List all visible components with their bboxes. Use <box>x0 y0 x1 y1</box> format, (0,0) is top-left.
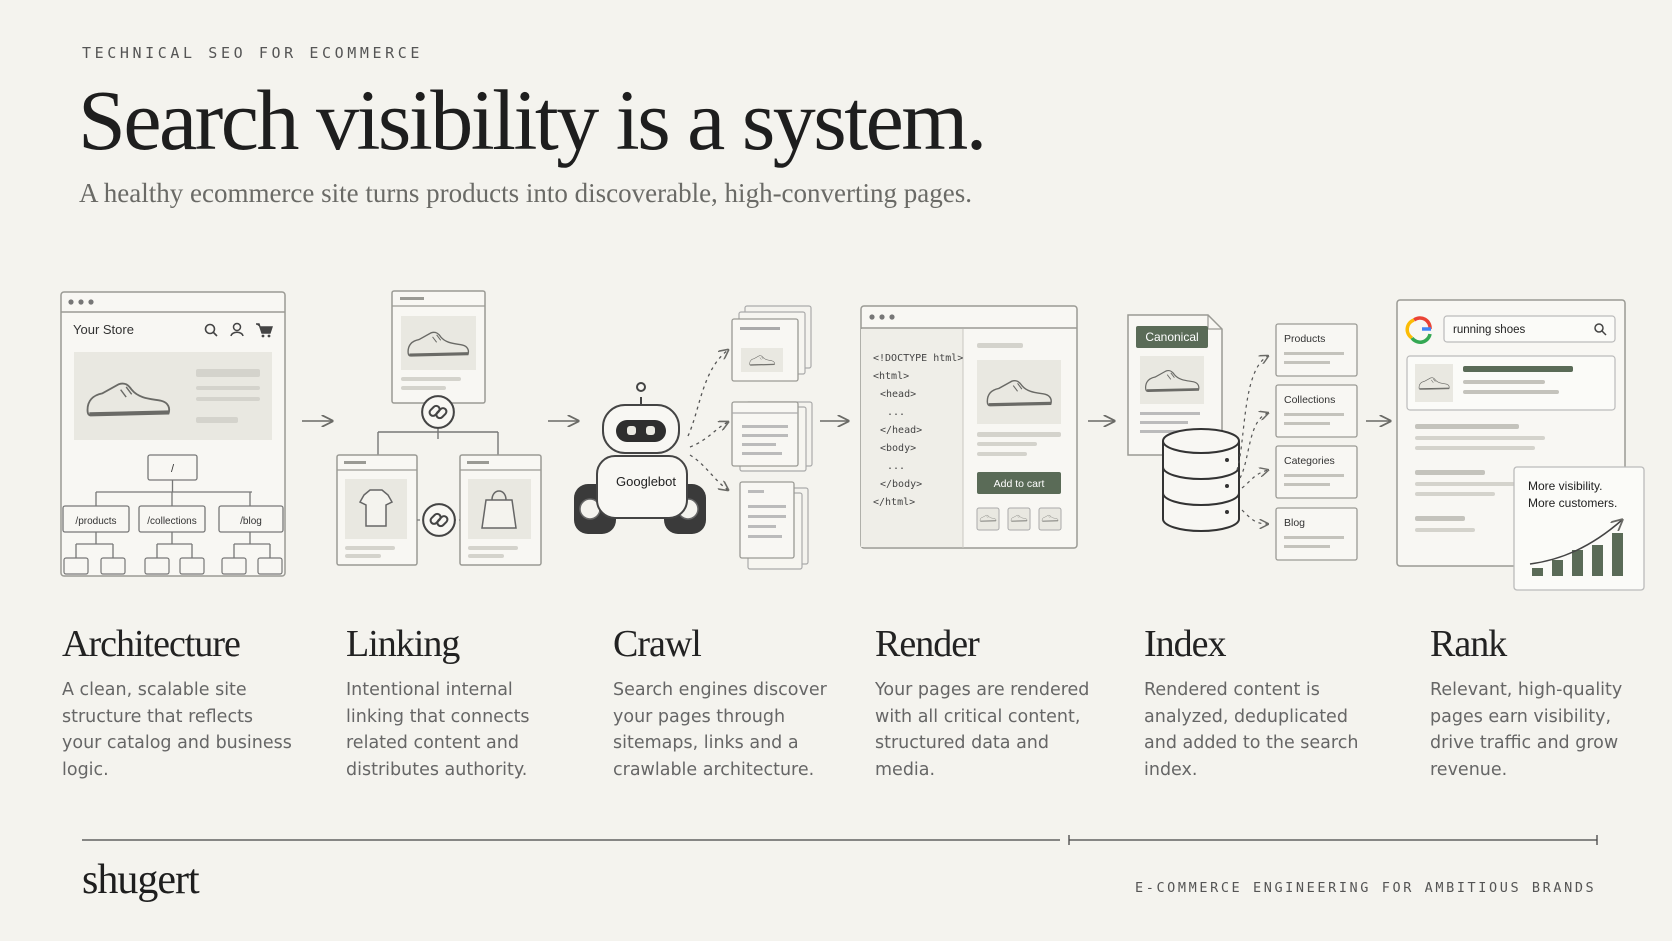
tree-node-collections: /collections <box>147 516 196 527</box>
step-desc-rank: Relevant, high-quality pages earn visibi… <box>1430 680 1623 780</box>
crawl-illustration: Googlebot <box>574 305 813 570</box>
step-title-crawl: Crawl <box>613 623 702 665</box>
index-category-categories: Categories <box>1284 455 1335 467</box>
page-title: Search visibility is a system. <box>78 72 987 168</box>
step-desc-index: Rendered content is analyzed, deduplicat… <box>1144 680 1359 780</box>
callout-line: More visibility. <box>1528 479 1602 493</box>
code-panel: <!DOCTYPE html> <html> <head> ... </head… <box>873 353 963 508</box>
footer-tagline: E-COMMERCE ENGINEERING FOR AMBITIOUS BRA… <box>1135 880 1597 896</box>
store-name: Your Store <box>73 322 134 337</box>
step-title-index: Index <box>1144 623 1227 665</box>
canonical-label: Canonical <box>1145 330 1198 344</box>
add-to-cart-label: Add to cart <box>994 478 1045 490</box>
growth-chart-icon <box>1529 520 1623 576</box>
step-title-linking: Linking <box>346 623 460 665</box>
render-illustration: <!DOCTYPE html> <html> <head> ... </head… <box>860 305 1078 549</box>
google-g-icon <box>1405 316 1432 344</box>
page-subtitle: A healthy ecommerce site turns products … <box>79 178 972 208</box>
code-line: <body> <box>880 443 916 454</box>
index-illustration: Canonical Products Collections <box>1127 314 1358 561</box>
step-title-architecture: Architecture <box>62 623 241 665</box>
step-desc-render: Your pages are rendered with all critica… <box>875 680 1090 780</box>
index-category-products: Products <box>1284 333 1325 345</box>
account-icon <box>230 322 244 337</box>
search-icon <box>204 323 218 337</box>
step-title-render: Render <box>875 623 980 665</box>
code-line: <html> <box>873 371 909 382</box>
code-line: </body> <box>880 479 922 490</box>
code-line: ... <box>887 407 905 418</box>
index-category-blog: Blog <box>1284 517 1305 529</box>
code-line: <head> <box>880 389 916 400</box>
tree-node-blog: /blog <box>240 516 262 527</box>
canonical-badge <box>1136 326 1208 348</box>
step-desc-crawl: Search engines discover your pages throu… <box>613 680 827 780</box>
tree-node-root: / <box>171 463 175 475</box>
linking-illustration <box>336 290 542 566</box>
step-desc-architecture: A clean, scalable site structure that re… <box>62 680 292 780</box>
code-line: <!DOCTYPE html> <box>873 353 963 364</box>
code-line: </html> <box>873 497 915 508</box>
tshirt-icon <box>358 489 394 527</box>
growth-callout <box>1513 466 1645 591</box>
search-icon <box>1594 323 1607 336</box>
googlebot-robot-icon: Googlebot <box>574 382 706 534</box>
step-desc-linking: Intentional internal linking that connec… <box>346 680 530 780</box>
brand-logo: shugert <box>82 857 200 903</box>
code-line: ... <box>887 461 905 472</box>
link-icon <box>421 395 455 429</box>
cart-icon <box>256 323 273 338</box>
googlebot-label: Googlebot <box>616 474 676 489</box>
site-tree: / /products /collections /blog <box>62 454 284 575</box>
rank-illustration: running shoes More visibility. More cust… <box>1396 299 1645 591</box>
bag-icon <box>481 490 517 529</box>
tree-node-products: /products <box>75 516 116 527</box>
step-title-rank: Rank <box>1430 623 1507 665</box>
callout-line: More customers. <box>1528 496 1617 510</box>
index-category-collections: Collections <box>1284 394 1335 406</box>
database-icon <box>1162 428 1240 532</box>
eyebrow: TECHNICAL SEO FOR ECOMMERCE <box>82 44 424 62</box>
link-icon <box>422 503 456 537</box>
serp-query: running shoes <box>1453 324 1525 336</box>
code-line: </head> <box>880 425 922 436</box>
serp-search-field <box>1443 315 1616 343</box>
architecture-illustration: Your Store / /products /collections /blo… <box>60 291 286 577</box>
add-to-cart-button <box>977 472 1061 494</box>
